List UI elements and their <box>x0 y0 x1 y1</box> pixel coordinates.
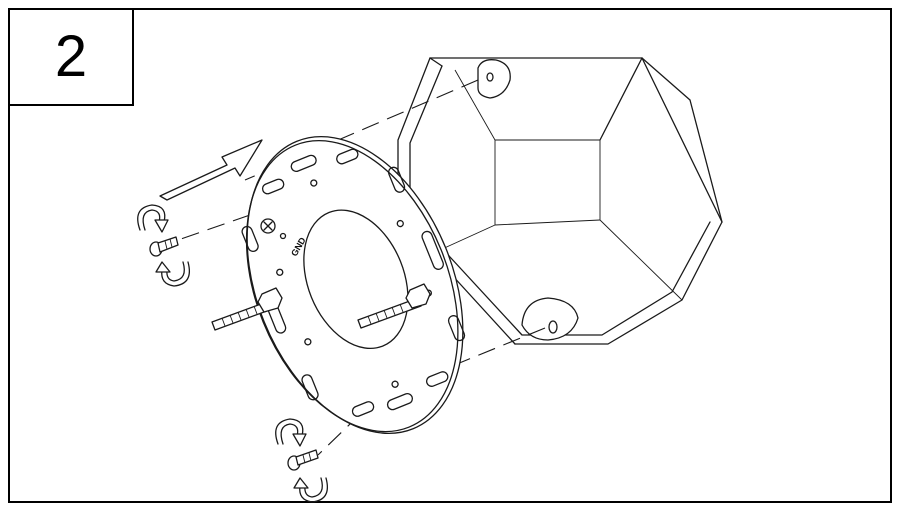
threaded-stud-left <box>211 287 283 331</box>
mounting-screw-top <box>149 236 179 257</box>
threaded-stud-right <box>357 283 431 329</box>
step-number: 2 <box>54 24 88 89</box>
ground-screw <box>260 218 287 240</box>
alignment-line-screw-top <box>177 214 251 241</box>
clockwise-rotation-icon-top-lower <box>155 261 191 287</box>
clockwise-rotation-icon-top-upper <box>137 204 169 233</box>
octagon-junction-box <box>397 57 723 345</box>
alignment-line-bottom <box>429 327 546 376</box>
alignment-line-top <box>244 79 479 181</box>
clockwise-rotation-icon-bottom-upper <box>275 418 307 447</box>
mounting-screw-bottom <box>287 449 319 471</box>
clockwise-rotation-icon-bottom-lower <box>293 477 329 503</box>
step-number-box: 2 <box>8 8 134 106</box>
round-mounting-plate <box>241 136 466 434</box>
direction-arrow-icon <box>159 139 263 201</box>
